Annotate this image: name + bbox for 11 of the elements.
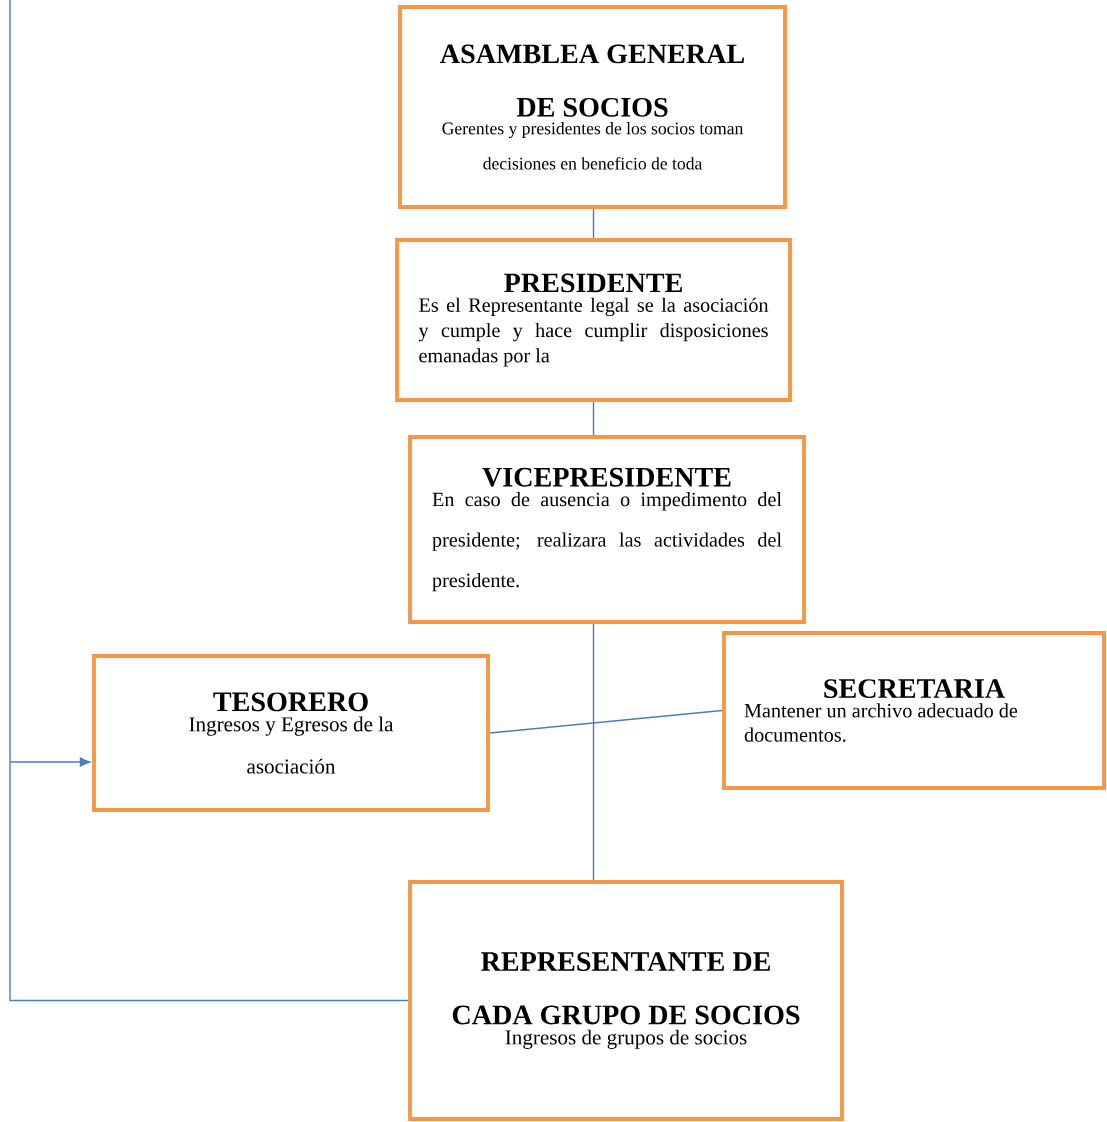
- org-box: PRESIDENTE Es el Representante legal se la asociación y cumple y hace cumplir disposiciones emanadas por la: [395, 238, 792, 402]
- org-box: ASAMBLEA GENERAL DE SOCIOS Gerentes y presidentes de los socios toman decisiones en beneficio de toda: [398, 5, 787, 209]
- connector-line: [592, 623, 595, 881]
- org-box: REPRESENTANTE DE CADA GRUPO DE SOCIOS Ingresos de grupos de socios: [408, 880, 844, 1121]
- org-box: SECRETARIA Mantener un archivo adecuado de documentos.: [722, 631, 1106, 790]
- connector-line: [592, 208, 595, 239]
- connector-line: [9, 0, 409, 1002]
- org-box: TESORERO Ingresos y Egresos de la asociación: [92, 654, 490, 812]
- connector-line: [489, 709, 723, 734]
- org-box: VICEPRESIDENTE En caso de ausencia o impedimento del presidente; realizara las actividades del presidente.: [408, 435, 806, 624]
- connector-line: [592, 401, 595, 436]
